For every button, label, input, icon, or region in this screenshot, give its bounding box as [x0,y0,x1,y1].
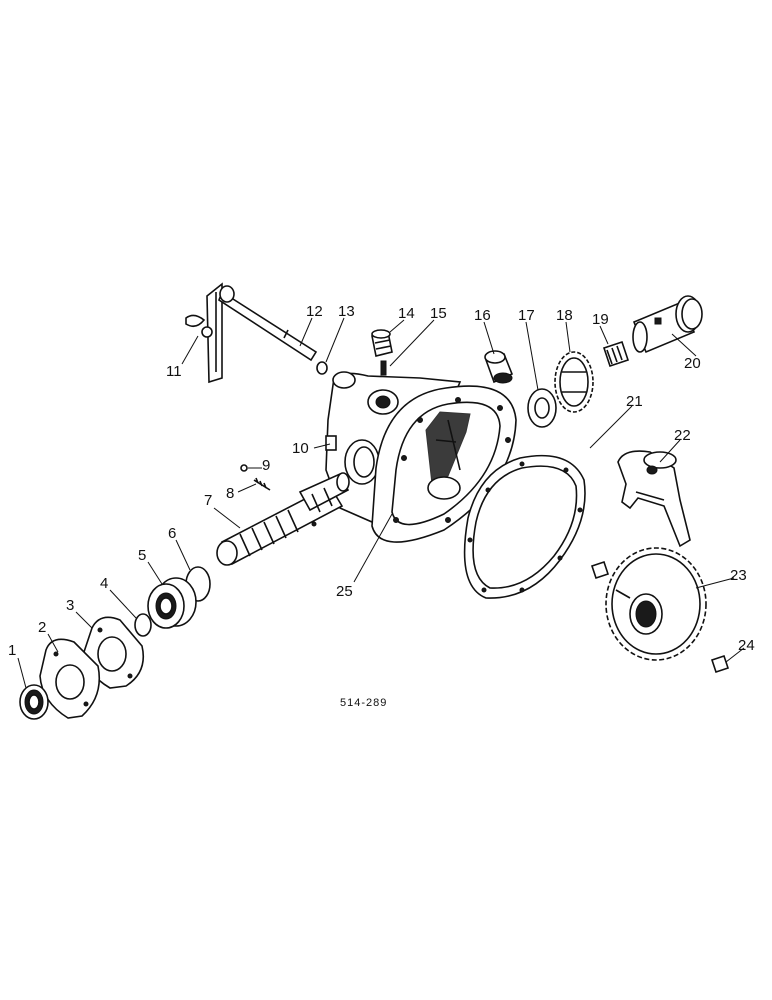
callout-23: 23 [730,567,747,584]
part-1-seal [19,684,49,720]
callout-3: 3 [66,597,74,614]
part-23-ring-gear [605,547,707,661]
drawing-reference-code: 514-289 [340,697,387,709]
callout-2: 2 [38,619,46,636]
callout-24: 24 [738,637,755,654]
part-10-stud [325,435,337,451]
part-11-lever-bracket [185,282,223,384]
callout-7: 7 [204,492,212,509]
part-8-spring-pin [253,477,271,491]
callout-18: 18 [556,307,573,324]
callout-14: 14 [398,305,415,322]
callout-5: 5 [138,547,146,564]
callout-10: 10 [292,440,309,457]
part-24-block-lower [710,654,730,674]
callout-8: 8 [226,485,234,502]
callout-22: 22 [674,427,691,444]
part-19-needle-bearing [602,340,630,368]
callout-25: 25 [336,583,353,600]
callout-labels: 1 2 3 4 5 6 7 8 9 10 11 12 13 14 15 16 1… [8,303,755,659]
part-4-snap-ring [134,613,152,637]
part-15-screw [380,360,387,376]
leader-lines [17,317,745,689]
callout-9: 9 [262,457,270,474]
part-17-thrust-washer [527,388,557,428]
callout-16: 16 [474,307,491,324]
callout-17: 17 [518,307,535,324]
callout-4: 4 [100,575,108,592]
callout-13: 13 [338,303,355,320]
callout-21: 21 [626,393,643,410]
part-20-shaft [632,295,703,354]
callout-1: 1 [8,642,16,659]
part-12-shift-rod [218,285,318,362]
callout-6: 6 [168,525,176,542]
part-24-block-upper [590,560,610,580]
part-13-o-ring [316,361,328,375]
part-25-housing [325,371,517,543]
callout-11: 11 [166,363,182,380]
callout-12: 12 [306,303,323,320]
part-5-bearing [147,577,197,629]
part-16-bushing [484,350,514,384]
part-7-splined-shaft [216,472,350,566]
callout-19: 19 [592,311,609,328]
part-21-gasket [463,454,586,599]
callout-15: 15 [430,305,447,322]
part-18-gear [554,351,594,413]
callout-20: 20 [684,355,701,372]
part-22-shift-fork [617,450,691,548]
part-14-plug [371,329,393,357]
part-9-pin [240,464,248,472]
